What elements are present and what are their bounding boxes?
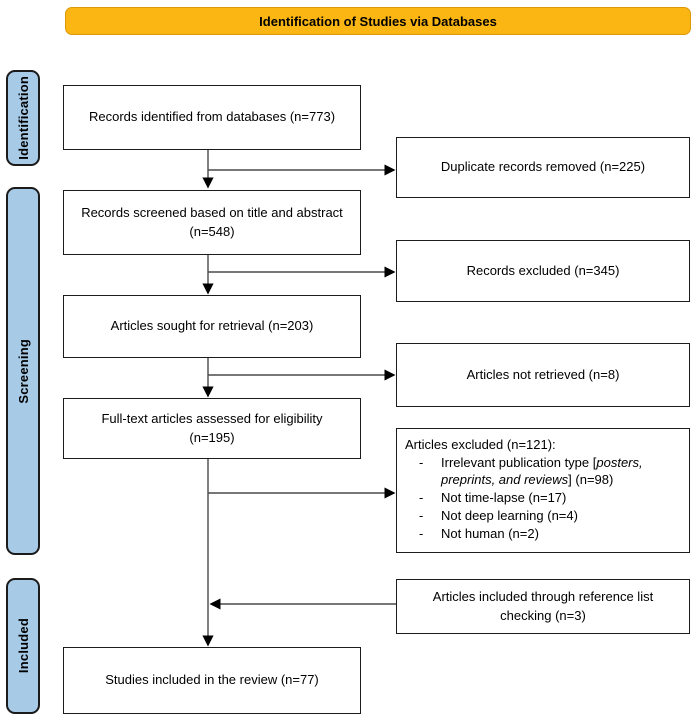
- box-records-screened-text: Records screened based on title and abst…: [81, 205, 343, 239]
- diagram-title-banner: Identification of Studies via Databases: [65, 7, 691, 35]
- stage-label-included: Included: [6, 578, 40, 714]
- reason-text-italic: posters, preprints, and reviews: [441, 454, 643, 488]
- excluded-reason-item: - Irrelevant publication type [posters, …: [405, 454, 681, 490]
- excluded-reason-text: Not deep learning (n=4): [441, 507, 681, 525]
- box-duplicates-removed-text: Duplicate records removed (n=225): [440, 159, 646, 175]
- bullet-dash: -: [419, 454, 424, 470]
- reason-text-pre: Not human (n=2): [441, 526, 539, 542]
- excluded-reason-text: Not time-lapse (n=17): [441, 489, 681, 507]
- box-reference-list-checking: Articles included through reference list…: [396, 579, 690, 634]
- box-studies-included: Studies included in the review (n=77): [63, 647, 361, 714]
- stage-included-text: Included: [15, 618, 31, 674]
- box-reference-list-checking-text: Articles included through reference list…: [432, 589, 654, 623]
- box-records-screened: Records screened based on title and abst…: [63, 190, 361, 255]
- excluded-reason-item: - Not deep learning (n=4): [405, 507, 681, 525]
- stage-label-screening: Screening: [6, 187, 40, 555]
- box-articles-sought: Articles sought for retrieval (n=203): [63, 295, 361, 358]
- excluded-reason-text: Irrelevant publication type [posters, pr…: [441, 454, 681, 490]
- excluded-reason-item: - Not time-lapse (n=17): [405, 489, 681, 507]
- excluded-reason-item: - Not human (n=2): [405, 525, 681, 543]
- reason-text-pre: Not deep learning (n=4): [441, 508, 578, 524]
- bullet-dash: -: [419, 526, 424, 542]
- box-studies-included-text: Studies included in the review (n=77): [105, 672, 319, 688]
- reason-text-pre: Not time-lapse (n=17): [441, 490, 567, 506]
- box-records-identified: Records identified from databases (n=773…: [63, 85, 361, 150]
- box-articles-not-retrieved: Articles not retrieved (n=8): [396, 343, 690, 407]
- box-duplicates-removed: Duplicate records removed (n=225): [396, 137, 690, 198]
- box-fulltext-assessed-text: Full-text articles assessed for eligibil…: [101, 411, 323, 445]
- reason-text-pre: Irrelevant publication type [: [441, 454, 597, 470]
- box-articles-sought-text: Articles sought for retrieval (n=203): [110, 318, 314, 334]
- stage-label-identification: Identification: [6, 70, 40, 166]
- box-records-identified-text: Records identified from databases (n=773…: [88, 109, 336, 125]
- stage-identification-text: Identification: [15, 76, 31, 160]
- box-fulltext-assessed: Full-text articles assessed for eligibil…: [63, 398, 361, 459]
- reason-text-post: ] (n=98): [568, 472, 614, 488]
- diagram-title: Identification of Studies via Databases: [259, 13, 497, 29]
- box-articles-excluded: Articles excluded (n=121): - Irrelevant …: [396, 428, 690, 553]
- stage-screening-text: Screening: [15, 338, 31, 404]
- articles-excluded-title: Articles excluded (n=121):: [405, 437, 556, 452]
- box-articles-not-retrieved-text: Articles not retrieved (n=8): [466, 366, 620, 382]
- bullet-dash: -: [419, 490, 424, 506]
- excluded-reason-text: Not human (n=2): [441, 525, 681, 543]
- box-records-excluded: Records excluded (n=345): [396, 240, 690, 302]
- bullet-dash: -: [419, 508, 424, 524]
- box-records-excluded-text: Records excluded (n=345): [466, 262, 620, 278]
